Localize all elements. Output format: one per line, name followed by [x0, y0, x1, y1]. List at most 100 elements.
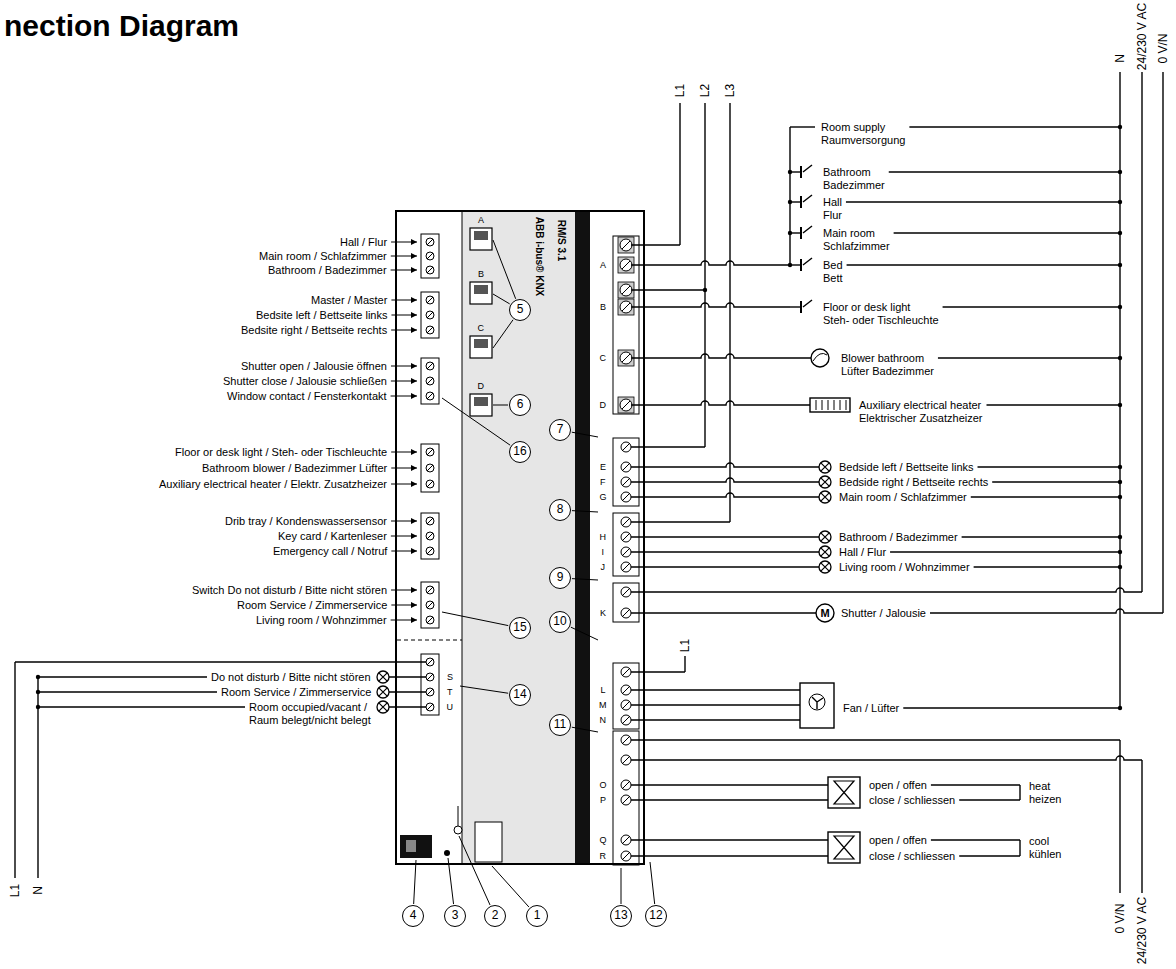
callout-number: 4	[402, 905, 424, 927]
terminal-block	[613, 236, 639, 414]
wire	[684, 656, 685, 672]
callout-number: 14	[509, 684, 531, 706]
lamp-cross	[821, 563, 829, 571]
valve-symbol	[834, 781, 854, 804]
wire-label: Blower bathroom Lüfter Badezimmer	[840, 352, 935, 378]
terminal-screw	[621, 562, 631, 572]
wire	[631, 784, 828, 785]
switch-contact	[800, 301, 802, 313]
wire-label: open / offen	[868, 779, 928, 792]
junction-dot	[1118, 263, 1122, 267]
screw-slot	[622, 701, 630, 709]
terminal-screw	[621, 735, 631, 745]
screw-slot	[622, 716, 630, 724]
terminal-screw	[426, 673, 434, 681]
screw-slot	[427, 253, 433, 259]
leader-line	[493, 320, 513, 348]
wire	[631, 244, 680, 245]
leader-line	[442, 612, 508, 626]
wire-label: Bedsite left / Bettseite links	[255, 309, 388, 322]
wire-label: Main room Schlafzimmer	[822, 227, 891, 253]
wire-label: close / schliessen	[868, 794, 956, 807]
terminal-screw	[621, 477, 631, 487]
terminal-block	[421, 292, 439, 338]
screw-slot	[622, 261, 630, 269]
wire	[14, 662, 15, 878]
screw-slot	[622, 756, 630, 764]
junction-dot	[1118, 550, 1122, 554]
valve-box	[828, 777, 860, 808]
junction-dot	[1118, 403, 1122, 407]
junction-dot	[1118, 480, 1122, 484]
wire	[631, 756, 1142, 760]
screw-slot	[622, 303, 630, 311]
divider-dashed	[397, 640, 462, 641]
leader-line	[572, 727, 598, 732]
lamp-symbol	[819, 491, 831, 503]
leader-line	[572, 511, 598, 512]
symbol-letter: M	[821, 607, 830, 619]
terminal-letter: P	[600, 795, 606, 805]
lamp-symbol	[819, 531, 831, 543]
leader-line	[459, 836, 490, 905]
screw-slot	[622, 463, 630, 471]
screw-slot	[622, 241, 630, 249]
terminal-screw	[620, 239, 632, 251]
wire	[631, 463, 819, 467]
wire-label: Auxiliary electrical heater Elektrischer…	[858, 399, 984, 425]
callout-number: 13	[610, 905, 632, 927]
terminal-screw	[426, 448, 434, 456]
supply-label: L2	[699, 82, 712, 97]
callout-number: 3	[444, 905, 466, 927]
terminal-letter: N	[600, 715, 607, 725]
terminal-screw	[426, 362, 434, 370]
wire	[631, 261, 790, 265]
programming-button-stem	[458, 806, 459, 826]
bus-connector-pin	[406, 840, 416, 852]
terminal-screw	[621, 715, 631, 725]
label-carrier	[475, 822, 502, 862]
junction-dot	[1118, 231, 1122, 235]
screw-slot	[622, 401, 630, 409]
junction-dot	[1118, 465, 1122, 469]
screw-slot	[427, 239, 433, 245]
wire-label: Bedside right / Bettseite rechts	[838, 476, 989, 489]
wire	[909, 126, 1120, 127]
heater-element	[834, 400, 835, 410]
screw-slot	[622, 354, 630, 362]
button-rocker	[474, 231, 488, 240]
terminal-letter: F	[600, 477, 606, 487]
valve-box	[828, 832, 860, 863]
valve-symbol	[834, 836, 854, 859]
terminal-screw	[621, 851, 631, 861]
screw-slot	[622, 533, 630, 541]
terminal-letter: E	[600, 462, 606, 472]
terminal-letter: O	[600, 780, 607, 790]
screw-slot	[427, 518, 433, 524]
wire-label: Room Service / Zimmerservice	[220, 686, 372, 699]
terminal-screw	[620, 301, 632, 313]
switch-lever	[803, 300, 812, 307]
terminal-screw	[621, 667, 631, 677]
wire	[931, 839, 1020, 840]
wire-label: close / schliessen	[868, 850, 956, 863]
wire	[631, 566, 819, 567]
wire	[631, 588, 1142, 592]
terminal-block	[421, 654, 439, 715]
wire-label: Shutter / Jalousie	[840, 607, 927, 620]
terminal-screw	[621, 517, 631, 527]
callout-number: 10	[549, 611, 571, 633]
screw-slot	[427, 363, 433, 369]
wire	[1119, 72, 1120, 708]
screw-slot	[427, 674, 433, 680]
terminal-screw	[426, 532, 434, 540]
screw-slot	[622, 518, 630, 526]
heater-symbol	[810, 398, 850, 412]
heater-element	[822, 400, 823, 410]
wire	[1141, 72, 1142, 592]
leader-line	[572, 579, 598, 580]
wire	[631, 612, 816, 613]
terminal-screw	[621, 532, 631, 542]
wire	[631, 551, 819, 552]
screw-slot	[427, 267, 433, 273]
